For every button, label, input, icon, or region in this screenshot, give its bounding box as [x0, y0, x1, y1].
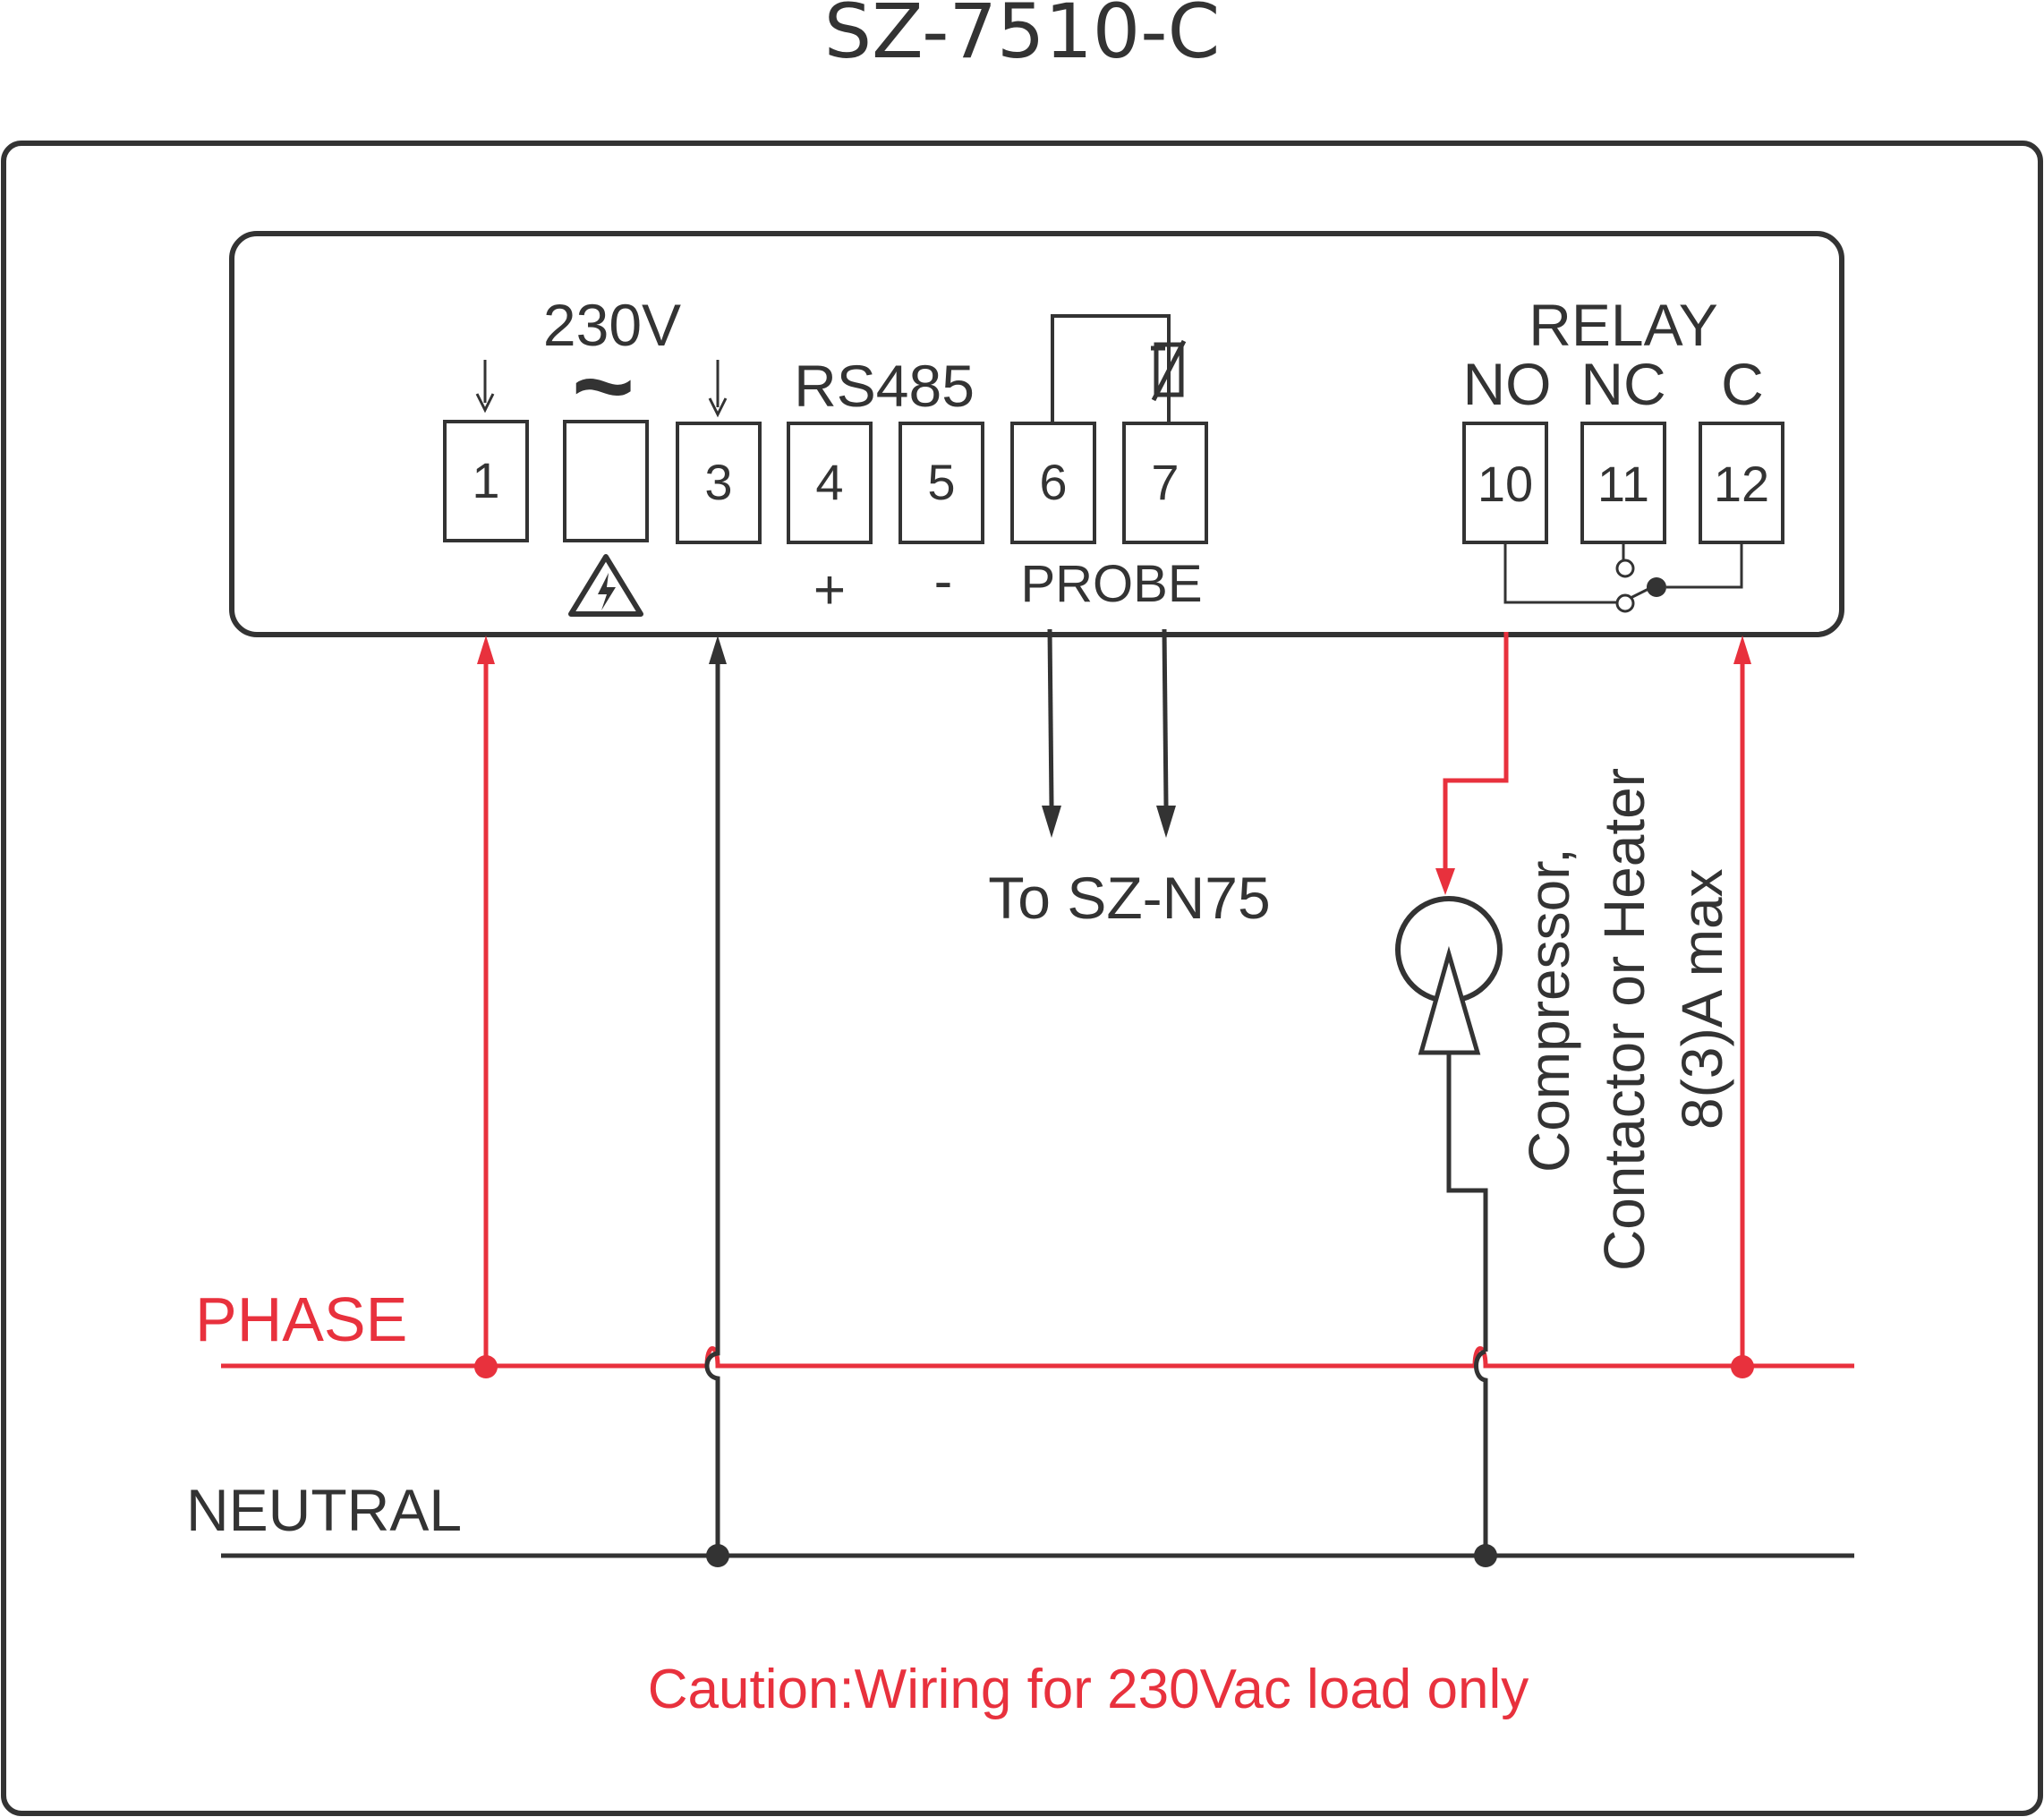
terminal-10-to-load-wire	[1435, 632, 1509, 895]
terminal-4[interactable]: 4	[787, 422, 873, 544]
outer-frame	[1, 141, 2043, 1816]
terminal-3-number: 3	[704, 454, 732, 510]
terminal-3-down-arrow-icon	[708, 360, 728, 418]
terminal-6-number: 6	[1039, 454, 1067, 510]
terminal-12[interactable]: 12	[1699, 422, 1784, 544]
page-title: SZ-7510-C	[824, 0, 1220, 75]
high-voltage-warning-icon	[568, 554, 643, 617]
probe-sensor-icon	[1051, 314, 1187, 424]
terminal-3[interactable]: 3	[676, 422, 762, 544]
neutral-to-terminal-3-wire	[704, 636, 729, 1567]
neutral-label: NEUTRAL	[186, 1477, 462, 1543]
terminal-10-number: 10	[1478, 456, 1533, 512]
terminal-1-number: 1	[472, 452, 499, 508]
phase-to-terminal-1-wire	[474, 636, 498, 1378]
terminal-1[interactable]: 1	[443, 420, 529, 542]
supply-voltage-label: 230V	[543, 292, 681, 358]
relay-no-label: NO	[1463, 351, 1552, 417]
terminal-11-number: 11	[1597, 456, 1649, 512]
rs485-label: RS485	[794, 353, 975, 419]
relay-c-label: C	[1721, 351, 1764, 417]
terminal-7-number: 7	[1151, 454, 1179, 510]
probe-label: PROBE	[1020, 555, 1202, 613]
terminal-4-number: 4	[815, 454, 843, 510]
probe-destination-label: To SZ-N75	[988, 865, 1270, 931]
phase-to-terminal-12-wire	[1731, 636, 1754, 1378]
terminal-5-number: 5	[927, 454, 955, 510]
terminal-12-number: 12	[1714, 456, 1769, 512]
terminal-2[interactable]	[563, 420, 649, 542]
relay-label: RELAY	[1529, 292, 1718, 358]
probe-lead-7	[1156, 628, 1176, 838]
phase-line	[221, 1346, 1854, 1369]
rs485-plus-label: +	[813, 559, 846, 621]
terminal-11[interactable]: 11	[1580, 422, 1666, 544]
relay-nc-label: NC	[1580, 351, 1665, 417]
probe-lead-6	[1042, 628, 1061, 838]
relay-contact-icon	[1503, 542, 1743, 613]
terminal-panel	[229, 231, 1844, 637]
load-label-line-1: Compressor,	[1517, 848, 1581, 1173]
load-label-line-3: 8(3)A max	[1670, 868, 1734, 1130]
load-label-line-2: Contactor or Heater	[1592, 768, 1656, 1271]
load-symbol-icon	[1395, 896, 1503, 1567]
caution-note: Caution:Wiring for 230Vac load only	[648, 1659, 1529, 1720]
terminal-1-down-arrow-icon	[475, 360, 495, 414]
phase-label: PHASE	[195, 1284, 407, 1354]
terminal-5[interactable]: 5	[899, 422, 984, 544]
terminal-10[interactable]: 10	[1462, 422, 1548, 544]
terminal-7[interactable]: 7	[1122, 422, 1208, 544]
terminal-6[interactable]: 6	[1010, 422, 1096, 544]
rs485-minus-label: -	[934, 550, 953, 612]
